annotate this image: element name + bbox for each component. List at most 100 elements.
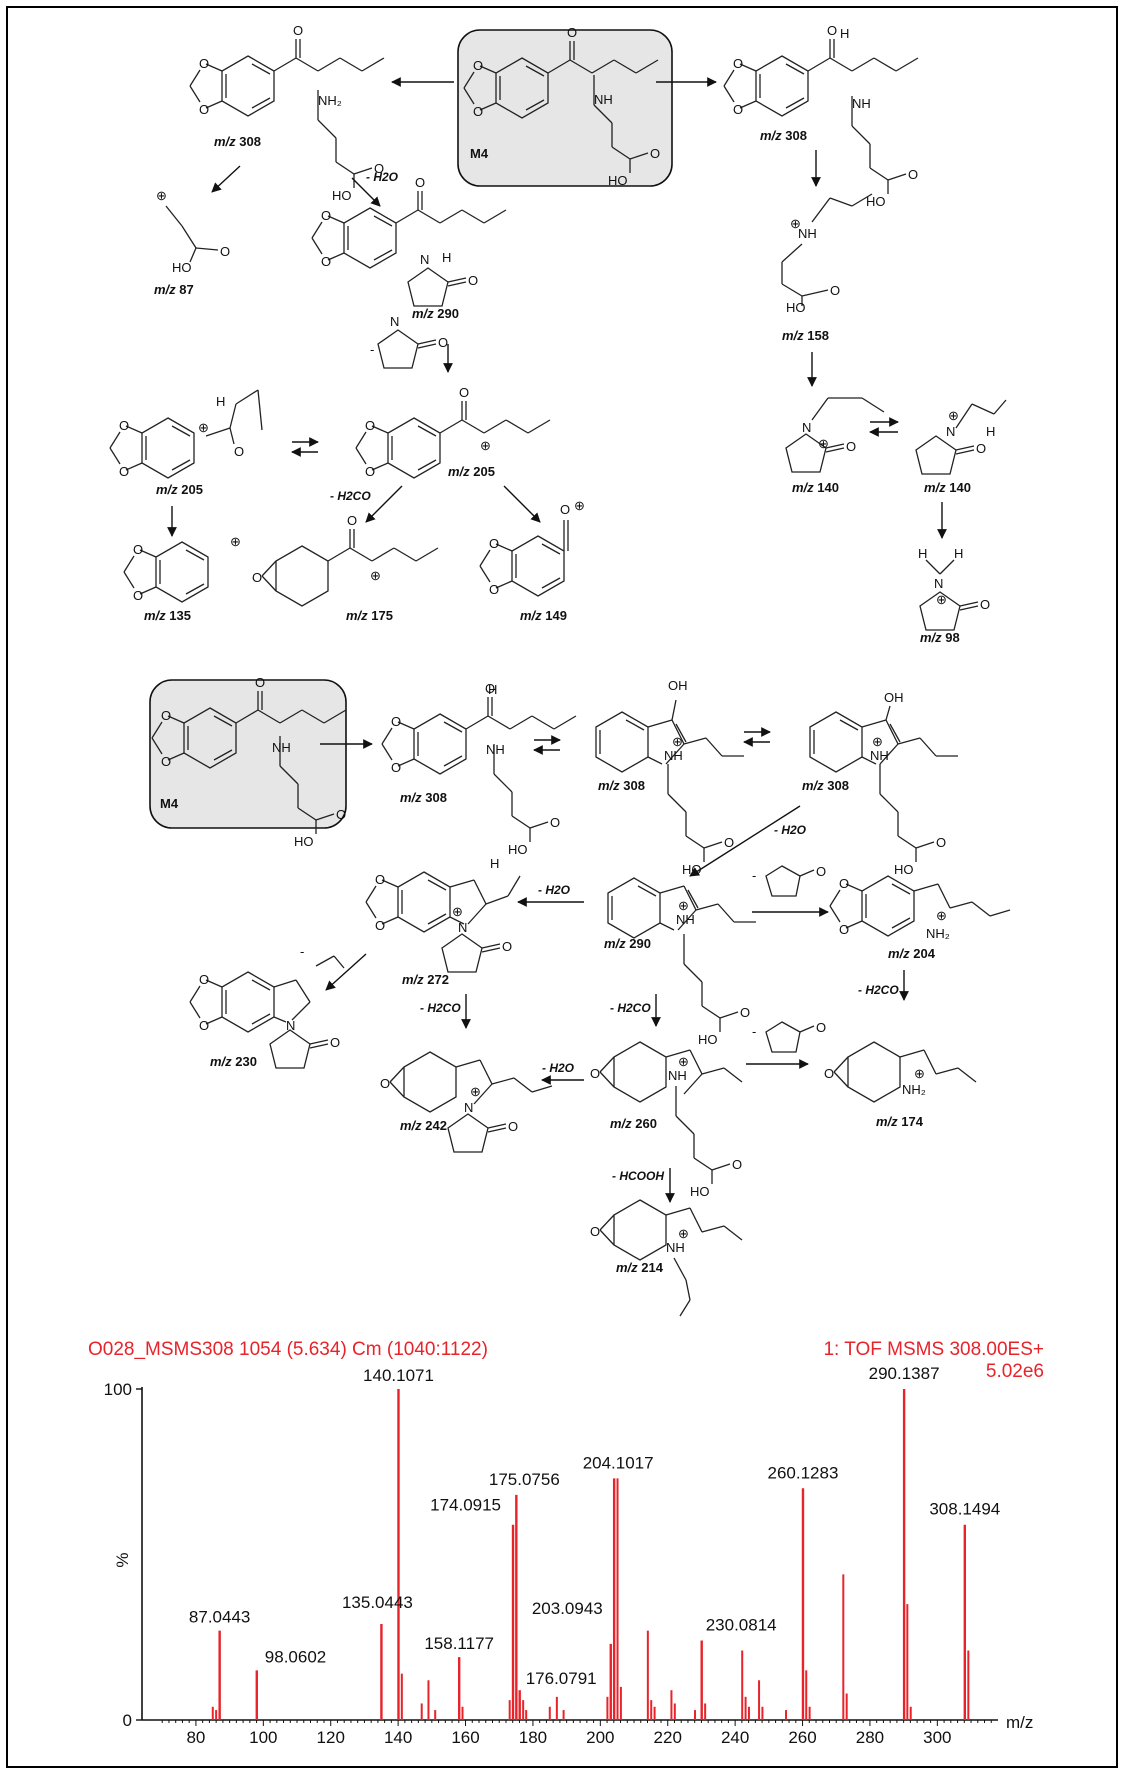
svg-text:⊕: ⊕ xyxy=(370,568,381,583)
structure-87: ⊕ O HO xyxy=(156,188,230,275)
spectrum-header-right: 1: TOF MSMS 308.00ES+ xyxy=(823,1339,1044,1360)
loss-minus-2: - xyxy=(300,944,304,959)
fragment-mz-149: m/z 149 xyxy=(520,608,567,623)
y-tick-label: 100 xyxy=(104,1380,132,1399)
loss-minus-3: - xyxy=(752,1024,756,1039)
svg-text:⊕: ⊕ xyxy=(872,734,883,749)
structure-214: O xyxy=(590,1199,743,1317)
peak-label: 140.1071 xyxy=(363,1366,434,1385)
svg-text:NH: NH xyxy=(798,226,817,241)
svg-text:NH₂: NH₂ xyxy=(926,926,950,941)
svg-text:H: H xyxy=(490,856,499,871)
svg-text:⊕: ⊕ xyxy=(914,1066,925,1081)
fragment-mz-135: m/z 135 xyxy=(144,608,191,623)
svg-text:O: O xyxy=(590,1066,600,1081)
svg-text:N: N xyxy=(286,1018,295,1033)
peak-label: 230.0814 xyxy=(706,1616,777,1635)
x-tick-label: 180 xyxy=(519,1728,547,1747)
svg-text:⊕: ⊕ xyxy=(156,188,167,203)
svg-text:O: O xyxy=(380,1076,390,1091)
peak-label: 176.0791 xyxy=(526,1669,597,1688)
x-tick-label: 100 xyxy=(249,1728,277,1747)
x-tick-label: 300 xyxy=(923,1728,951,1747)
gbl-loss-2: O xyxy=(765,1020,826,1053)
svg-text:N: N xyxy=(802,420,811,435)
fragmentation-scheme: O O O O HO O xyxy=(109,22,1011,1317)
svg-text:⊕: ⊕ xyxy=(678,1054,689,1069)
m4-box-bottom xyxy=(149,679,347,829)
structure-242: O xyxy=(380,1051,553,1113)
structure-260: O xyxy=(590,1041,743,1103)
fragment-mz-98: m/z 98 xyxy=(920,630,960,645)
fragment-mz-260: m/z 260 xyxy=(610,1116,657,1131)
svg-text:NH: NH xyxy=(676,912,695,927)
m4-box-top xyxy=(457,29,673,187)
svg-text:⊕: ⊕ xyxy=(818,436,829,451)
fragment-mz-140a: m/z 140 xyxy=(792,480,839,495)
fragment-mz-308d: m/z 308 xyxy=(598,778,645,793)
fragment-mz-175: m/z 175 xyxy=(346,608,393,623)
svg-text:H: H xyxy=(216,394,225,409)
x-tick-label: 80 xyxy=(186,1728,205,1747)
loss-h2o-2: - H2O xyxy=(774,823,807,837)
peak-label: 308.1494 xyxy=(929,1500,1000,1519)
fragment-mz-158: m/z 158 xyxy=(782,328,829,343)
mass-spectrum: O028_MSMS308 1054 (5.634) Cm (1040:1122)… xyxy=(88,1339,1044,1747)
loss-hcooh: - HCOOH xyxy=(612,1169,664,1183)
svg-text:N: N xyxy=(464,1100,473,1115)
svg-text:HO: HO xyxy=(786,300,806,315)
svg-text:O: O xyxy=(816,1020,826,1035)
x-tick-label: 280 xyxy=(856,1728,884,1747)
svg-text:H: H xyxy=(954,546,963,561)
fragment-mz-204: m/z 204 xyxy=(888,946,936,961)
x-tick-label: 200 xyxy=(586,1728,614,1747)
gbl-loss-1: O xyxy=(765,864,826,897)
svg-text:H: H xyxy=(442,250,451,265)
svg-text:O: O xyxy=(220,244,230,259)
fragment-mz-308b: m/z 308 xyxy=(760,128,807,143)
svg-text:N: N xyxy=(934,576,943,591)
peak-label: 260.1283 xyxy=(768,1463,839,1482)
x-tick-label: 260 xyxy=(788,1728,816,1747)
structure-158: ⊕ NH O HO xyxy=(781,193,873,315)
svg-text:NH: NH xyxy=(852,96,871,111)
svg-text:N: N xyxy=(420,252,429,267)
loss-h2o-1: - H2O xyxy=(366,170,399,184)
svg-text:⊕: ⊕ xyxy=(480,438,491,453)
fragment-mz-87: m/z 87 xyxy=(154,282,194,297)
fragment-mz-242: m/z 242 xyxy=(400,1118,447,1133)
structure-174: O xyxy=(824,1041,977,1103)
fragment-mz-308e: m/z 308 xyxy=(802,778,849,793)
svg-text:N: N xyxy=(390,314,399,329)
svg-text:⊕: ⊕ xyxy=(672,734,683,749)
fragment-mz-214: m/z 214 xyxy=(616,1260,664,1275)
peak-label: 290.1387 xyxy=(869,1364,940,1383)
svg-text:⊕: ⊕ xyxy=(574,498,585,513)
peak-label: 87.0443 xyxy=(189,1608,250,1627)
svg-text:⊕: ⊕ xyxy=(470,1084,481,1099)
peak-label: 174.0915 xyxy=(430,1496,501,1515)
svg-text:O: O xyxy=(824,1066,834,1081)
peak-label: 135.0443 xyxy=(342,1593,413,1612)
svg-text:O: O xyxy=(560,502,570,517)
fragment-mz-308c: m/z 308 xyxy=(400,790,447,805)
svg-text:NH₂: NH₂ xyxy=(318,93,342,108)
peak-label: 175.0756 xyxy=(489,1470,560,1489)
peak-label: 158.1177 xyxy=(424,1634,494,1653)
svg-text:H: H xyxy=(840,26,849,41)
svg-text:O: O xyxy=(816,864,826,879)
svg-text:OH: OH xyxy=(884,690,904,705)
svg-text:NH: NH xyxy=(664,748,683,763)
fragment-mz-205b: m/z 205 xyxy=(448,464,495,479)
y-tick-label: 0 xyxy=(123,1711,132,1730)
loss-h2co-2: - H2CO xyxy=(420,1001,461,1015)
fragment-mz-272: m/z 272 xyxy=(402,972,449,987)
fragment-mz-205a: m/z 205 xyxy=(156,482,203,497)
x-tick-label: 220 xyxy=(654,1728,682,1747)
svg-text:N: N xyxy=(458,920,467,935)
figure-frame xyxy=(6,6,1118,1768)
x-tick-label: 120 xyxy=(317,1728,345,1747)
svg-text:O: O xyxy=(234,444,244,459)
svg-text:⊕: ⊕ xyxy=(936,908,947,923)
